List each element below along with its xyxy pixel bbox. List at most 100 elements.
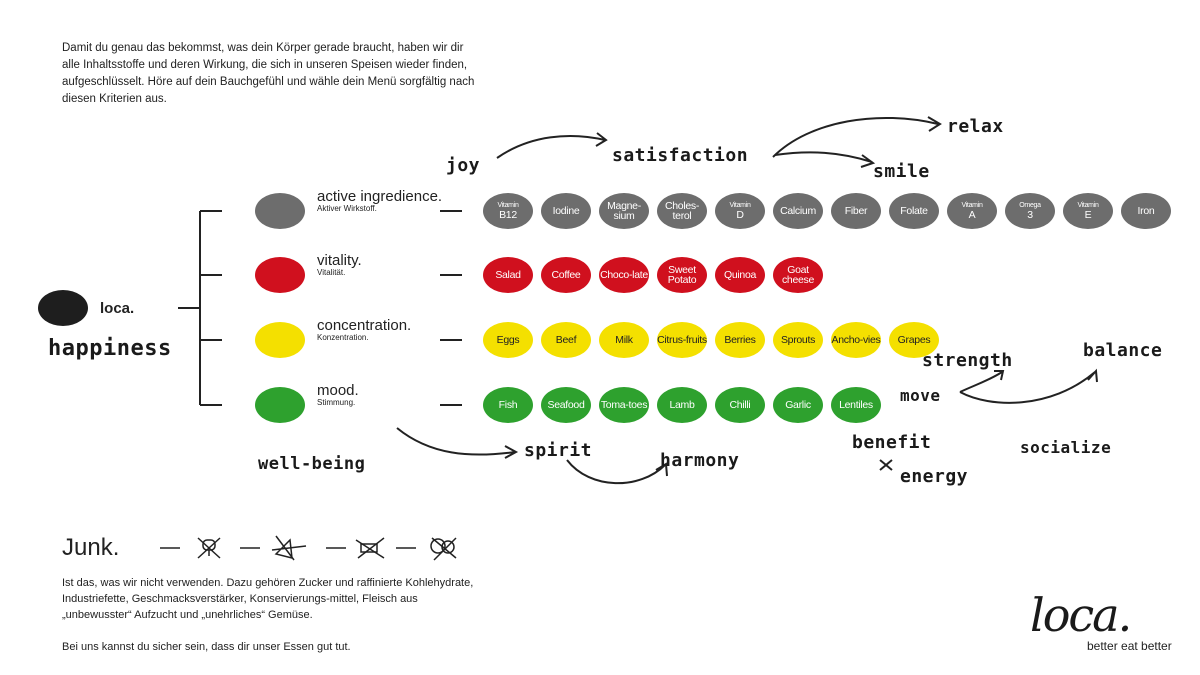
item-label: B12 bbox=[499, 209, 517, 221]
dash bbox=[440, 274, 462, 276]
item-pill[interactable]: Calcium bbox=[773, 193, 823, 229]
item-pill[interactable]: Chilli bbox=[715, 387, 765, 423]
intro-text: Damit du genau das bekommst, was dein Kö… bbox=[62, 42, 475, 105]
item-label: Lamb bbox=[669, 399, 695, 411]
item-label: Eggs bbox=[496, 334, 520, 346]
loca-dot bbox=[38, 290, 88, 326]
item-label: Goat cheese bbox=[781, 264, 815, 286]
item-pill[interactable]: Magne-sium bbox=[599, 193, 649, 229]
word-benefit: benefit bbox=[852, 432, 932, 453]
category-dot bbox=[255, 322, 305, 358]
item-prefix: Vitamin bbox=[1077, 202, 1099, 209]
item-label: Coffee bbox=[551, 269, 581, 281]
word-well-being: well-being bbox=[258, 454, 366, 474]
word-spirit: spirit bbox=[524, 440, 593, 461]
item-pill[interactable]: Berries bbox=[715, 322, 765, 358]
category-dot bbox=[255, 193, 305, 229]
item-pill[interactable]: Lentiles bbox=[831, 387, 881, 423]
item-label: Fish bbox=[498, 399, 518, 411]
word-balance: balance bbox=[1083, 340, 1163, 361]
category-title: concentration. bbox=[317, 317, 412, 334]
item-pill[interactable]: Beef bbox=[541, 322, 591, 358]
category-subtitle: Stimmung. bbox=[317, 398, 356, 407]
category-subtitle: Vitalität. bbox=[317, 268, 346, 277]
item-pill[interactable]: Coffee bbox=[541, 257, 591, 293]
item-pill[interactable]: Milk bbox=[599, 322, 649, 358]
item-pill[interactable]: Eggs bbox=[483, 322, 533, 358]
item-label: A bbox=[968, 209, 976, 221]
item-label: Sweet Potato bbox=[667, 264, 697, 286]
item-pill[interactable]: Toma-toes bbox=[599, 387, 649, 423]
item-prefix: Vitamin bbox=[497, 202, 519, 209]
category-dot bbox=[255, 387, 305, 423]
item-pill[interactable]: Goat cheese bbox=[773, 257, 823, 293]
item-pill[interactable]: Folate bbox=[889, 193, 939, 229]
item-pill[interactable]: Seafood bbox=[541, 387, 591, 423]
item-prefix: Vitamin bbox=[961, 202, 983, 209]
arrow-joy-satisfaction bbox=[496, 132, 608, 159]
item-label: 3 bbox=[1027, 209, 1033, 221]
item-label: E bbox=[1084, 209, 1092, 221]
item-prefix: Vitamin bbox=[729, 202, 751, 209]
item-pill[interactable]: Sweet Potato bbox=[657, 257, 707, 293]
root-label: loca. bbox=[100, 300, 135, 317]
category-label: concentration.Konzentration. bbox=[317, 317, 412, 343]
word-strength: strength bbox=[922, 350, 1013, 371]
dash bbox=[440, 404, 462, 406]
logo: loca. bbox=[1030, 588, 1132, 642]
dash bbox=[440, 339, 462, 341]
item-pill[interactable]: Choles-terol bbox=[657, 193, 707, 229]
item-label: D bbox=[736, 209, 744, 221]
junk-description: Ist das, was wir nicht verwenden. Dazu g… bbox=[62, 577, 474, 621]
junk-icons bbox=[160, 535, 457, 561]
item-prefix: Omega bbox=[1019, 202, 1041, 209]
category-subtitle: Aktiver Wirkstoff. bbox=[317, 204, 377, 213]
item-pill[interactable]: Salad bbox=[483, 257, 533, 293]
arrow-spirit bbox=[396, 427, 519, 459]
word-smile: smile bbox=[873, 161, 930, 182]
item-pill[interactable]: Garlic bbox=[773, 387, 823, 423]
item-label: Calcium bbox=[780, 205, 816, 217]
item-pill[interactable]: Sprouts bbox=[773, 322, 823, 358]
junk-title: Junk. bbox=[62, 534, 120, 561]
item-label: Lentiles bbox=[839, 399, 873, 411]
word-move: move bbox=[900, 386, 941, 405]
item-pill[interactable]: Grapes bbox=[889, 322, 939, 358]
item-pill[interactable]: Fish bbox=[483, 387, 533, 423]
item-label: Toma-toes bbox=[600, 399, 648, 411]
item-pill[interactable]: Iodine bbox=[541, 193, 591, 229]
item-pill[interactable]: Choco-late bbox=[599, 257, 649, 293]
item-pill[interactable]: Iron bbox=[1121, 193, 1171, 229]
item-label: Folate bbox=[900, 205, 928, 217]
item-label: Iron bbox=[1137, 205, 1155, 217]
item-pill[interactable]: Ancho-vies bbox=[831, 322, 881, 358]
item-pill[interactable]: Quinoa bbox=[715, 257, 765, 293]
item-pill[interactable]: Lamb bbox=[657, 387, 707, 423]
arrow-harmony bbox=[566, 459, 668, 485]
item-label: Magne-sium bbox=[607, 200, 641, 222]
category-title: active ingredience. bbox=[317, 188, 443, 205]
item-label: Fiber bbox=[844, 205, 868, 217]
slogan: better eat better bbox=[1087, 639, 1172, 653]
item-label: Chilli bbox=[729, 399, 751, 411]
item-label: Sprouts bbox=[780, 334, 816, 346]
category-subtitle: Konzentration. bbox=[317, 333, 369, 342]
item-label: Beef bbox=[555, 334, 577, 346]
arrow-balance bbox=[959, 368, 1098, 404]
item-pill[interactable]: Fiber bbox=[831, 193, 881, 229]
tree-bracket bbox=[178, 210, 222, 406]
item-label: Ancho-vies bbox=[831, 334, 881, 346]
word-satisfaction: satisfaction bbox=[612, 145, 749, 166]
item-label: Milk bbox=[615, 334, 633, 346]
item-label: Choles-terol bbox=[664, 200, 700, 222]
item-pill[interactable]: Citrus-fruits bbox=[657, 322, 707, 358]
word-joy: joy bbox=[446, 155, 481, 176]
pizza-crossed-icon bbox=[271, 535, 307, 561]
